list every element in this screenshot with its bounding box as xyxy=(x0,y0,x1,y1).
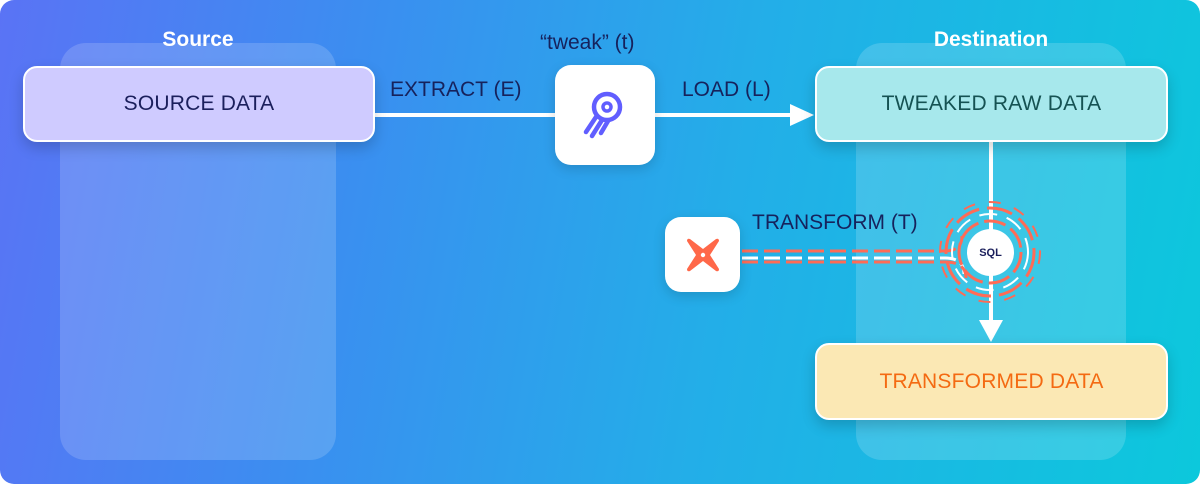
load-arrowhead xyxy=(790,104,814,126)
transform-arrowhead xyxy=(979,320,1003,342)
dbt-tile xyxy=(665,217,740,292)
airbyte-tile xyxy=(555,65,655,165)
load-label: LOAD (L) xyxy=(682,78,771,101)
tweak-label: “tweak” (t) xyxy=(540,31,635,54)
transform-label: TRANSFORM (T) xyxy=(752,211,918,234)
source-lane-title: Source xyxy=(162,28,234,51)
dbt-dashed-line-top xyxy=(742,235,964,253)
airbyte-logo-icon xyxy=(583,91,623,139)
tweaked-raw-data-box: TWEAKED RAW DATA xyxy=(815,66,1168,142)
transformed-data-box: TRANSFORMED DATA xyxy=(815,343,1168,420)
dbt-dashed-line-bottom xyxy=(742,256,966,275)
sql-ring-1 xyxy=(957,219,1023,285)
sql-ring-2 xyxy=(951,213,1029,291)
destination-lane-title: Destination xyxy=(933,28,1049,51)
sql-badge: SQL xyxy=(967,229,1014,276)
sql-ring-3 xyxy=(944,206,1036,298)
extract-label: EXTRACT (E) xyxy=(390,78,522,101)
sql-ring-4 xyxy=(939,201,1041,303)
dbt-logo-icon xyxy=(686,238,719,271)
source-data-box: SOURCE DATA xyxy=(23,66,375,142)
dbt-dashed-line-bottom-red xyxy=(742,260,968,279)
